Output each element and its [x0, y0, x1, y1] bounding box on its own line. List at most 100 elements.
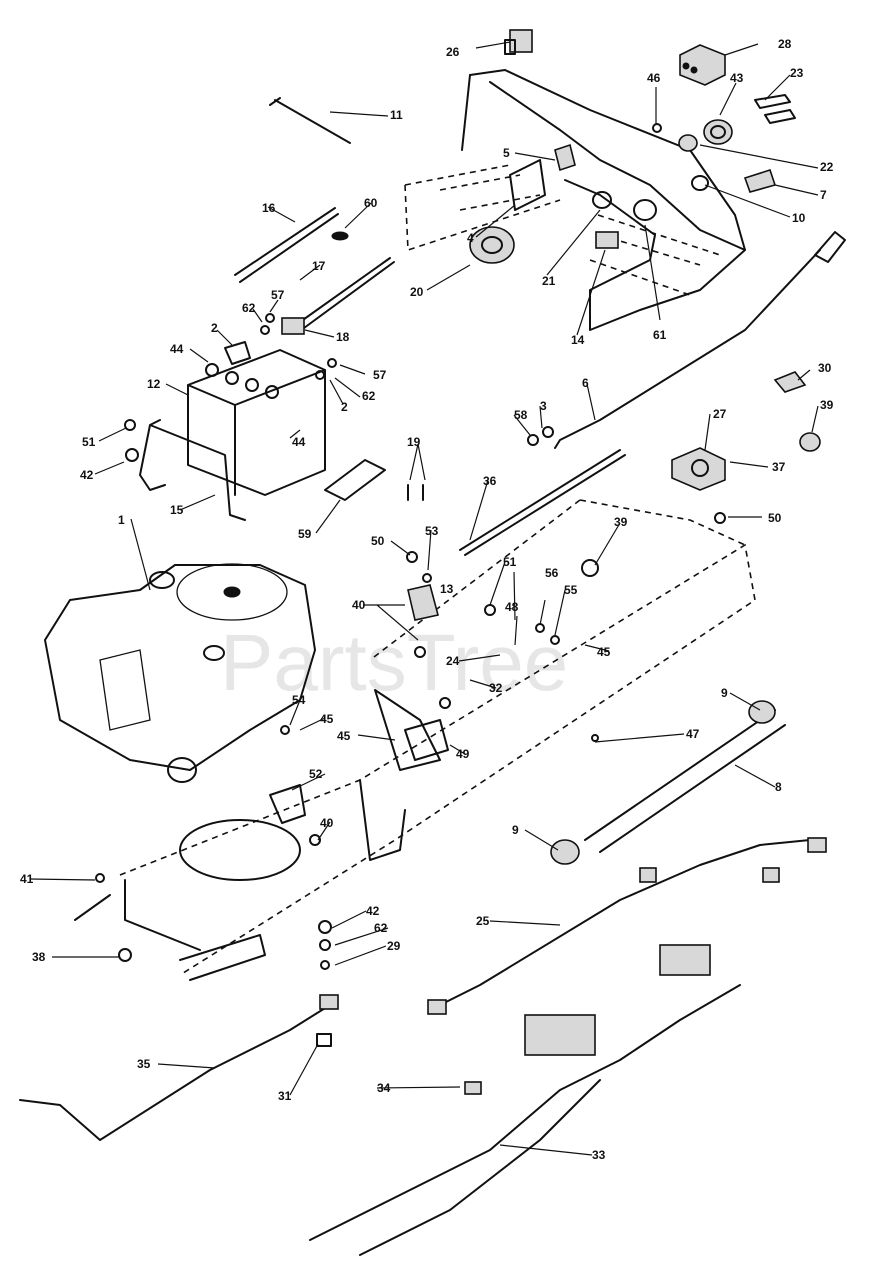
- part-35-harness: [19, 994, 339, 1141]
- callout-33: 33: [592, 1148, 606, 1162]
- part-13-switch: [407, 584, 439, 621]
- callout-57b: 57: [373, 368, 387, 382]
- callout-49: 49: [456, 747, 470, 761]
- callout-41: 41: [20, 872, 34, 886]
- callout-53: 53: [425, 524, 439, 538]
- part-23-keys: [754, 94, 796, 124]
- part-31-nut: [316, 1033, 332, 1047]
- callout-26: 26: [446, 45, 460, 59]
- part-10-washer: [691, 175, 709, 191]
- callout-37: 37: [772, 460, 786, 474]
- callout-39: 39: [820, 398, 834, 412]
- callout-25: 25: [476, 914, 490, 928]
- callout-19: 19: [407, 435, 421, 449]
- callout-47: 47: [686, 727, 700, 741]
- callout-54: 54: [292, 693, 306, 707]
- part-7-plug: [743, 168, 777, 193]
- callout-8: 8: [775, 780, 782, 794]
- callout-61: 61: [653, 328, 667, 342]
- callout-42b: 42: [366, 904, 380, 918]
- part-22-nut: [678, 134, 698, 152]
- callout-16: 16: [262, 201, 276, 215]
- callout-60: 60: [364, 196, 378, 210]
- callout-46: 46: [647, 71, 661, 85]
- callout-7: 7: [820, 188, 827, 202]
- callout-30: 30: [818, 361, 832, 375]
- callout-44: 44: [170, 342, 184, 356]
- part-39-bushing: [799, 432, 821, 452]
- callout-35: 35: [137, 1057, 151, 1071]
- callout-5: 5: [503, 146, 510, 160]
- part-21-washer: [592, 191, 612, 209]
- callout-4: 4: [467, 231, 474, 245]
- callout-44b: 44: [292, 435, 306, 449]
- callout-15: 15: [170, 503, 184, 517]
- callout-51: 51: [82, 435, 96, 449]
- callout-50b: 50: [371, 534, 385, 548]
- callout-10: 10: [792, 211, 806, 225]
- callout-59: 59: [298, 527, 312, 541]
- callout-48: 48: [505, 600, 519, 614]
- part-20-light: [469, 226, 515, 264]
- callout-45: 45: [597, 645, 611, 659]
- callout-18: 18: [336, 330, 350, 344]
- part-17-cable: [299, 257, 395, 329]
- part-26-switch: [504, 29, 533, 55]
- callout-21: 21: [542, 274, 556, 288]
- callout-36: 36: [483, 474, 497, 488]
- part-8-pipe: [584, 709, 786, 853]
- part-28-solenoid: [679, 44, 726, 86]
- part-9-bushing-lower: [550, 839, 580, 865]
- part-34-connector: [464, 1081, 482, 1095]
- callout-43: 43: [730, 71, 744, 85]
- callout-6: 6: [582, 376, 589, 390]
- callout-57: 57: [271, 288, 285, 302]
- part-16-cable: [234, 207, 339, 283]
- callout-38: 38: [32, 950, 46, 964]
- hardware-small: [95, 123, 726, 970]
- callout-labels: 26 28 23 46 43 11 5 22 7 10 16 60 4 17 2…: [20, 37, 834, 1162]
- part-14-switch: [595, 231, 619, 249]
- callout-62: 62: [242, 301, 256, 315]
- part-1-engine: [44, 563, 316, 783]
- callout-20: 20: [410, 285, 424, 299]
- part-43-ignition-switch: [703, 119, 733, 145]
- part-2-terminal: [224, 341, 251, 365]
- callout-24: 24: [446, 654, 460, 668]
- callout-22: 22: [820, 160, 834, 174]
- dash-panel: [404, 69, 746, 331]
- callout-2: 2: [211, 321, 218, 335]
- callout-2b: 2: [341, 400, 348, 414]
- callout-40: 40: [352, 598, 366, 612]
- callout-42: 42: [80, 468, 94, 482]
- callout-11: 11: [390, 108, 403, 122]
- part-11-cable-tie: [269, 97, 351, 144]
- callout-23: 23: [790, 66, 804, 80]
- part-9-bushing: [748, 700, 776, 724]
- part-36-rod: [459, 449, 626, 556]
- part-19-screws: [407, 484, 424, 501]
- callout-51b: 51: [503, 555, 517, 569]
- part-18-boot: [281, 317, 305, 335]
- callout-39b: 39: [614, 515, 628, 529]
- part-30-clip: [773, 371, 807, 393]
- part-33-harness: [309, 944, 741, 1256]
- part-25-harness: [427, 837, 827, 1015]
- callout-14: 14: [571, 333, 585, 347]
- callout-40b: 40: [320, 816, 334, 830]
- part-52-bracket: [269, 784, 306, 824]
- part-60-grommet: [331, 231, 349, 241]
- frame: [74, 499, 756, 981]
- callout-32: 32: [489, 681, 503, 695]
- callout-3: 3: [540, 399, 547, 413]
- callout-52: 52: [309, 767, 323, 781]
- callout-27: 27: [713, 407, 727, 421]
- callout-45b: 45: [320, 712, 334, 726]
- part-59-pad: [324, 459, 386, 501]
- callout-58: 58: [514, 408, 528, 422]
- part-5-switch-bracket: [509, 143, 576, 211]
- callout-9: 9: [721, 686, 728, 700]
- callout-62b: 62: [362, 389, 376, 403]
- callout-45c: 45: [337, 729, 351, 743]
